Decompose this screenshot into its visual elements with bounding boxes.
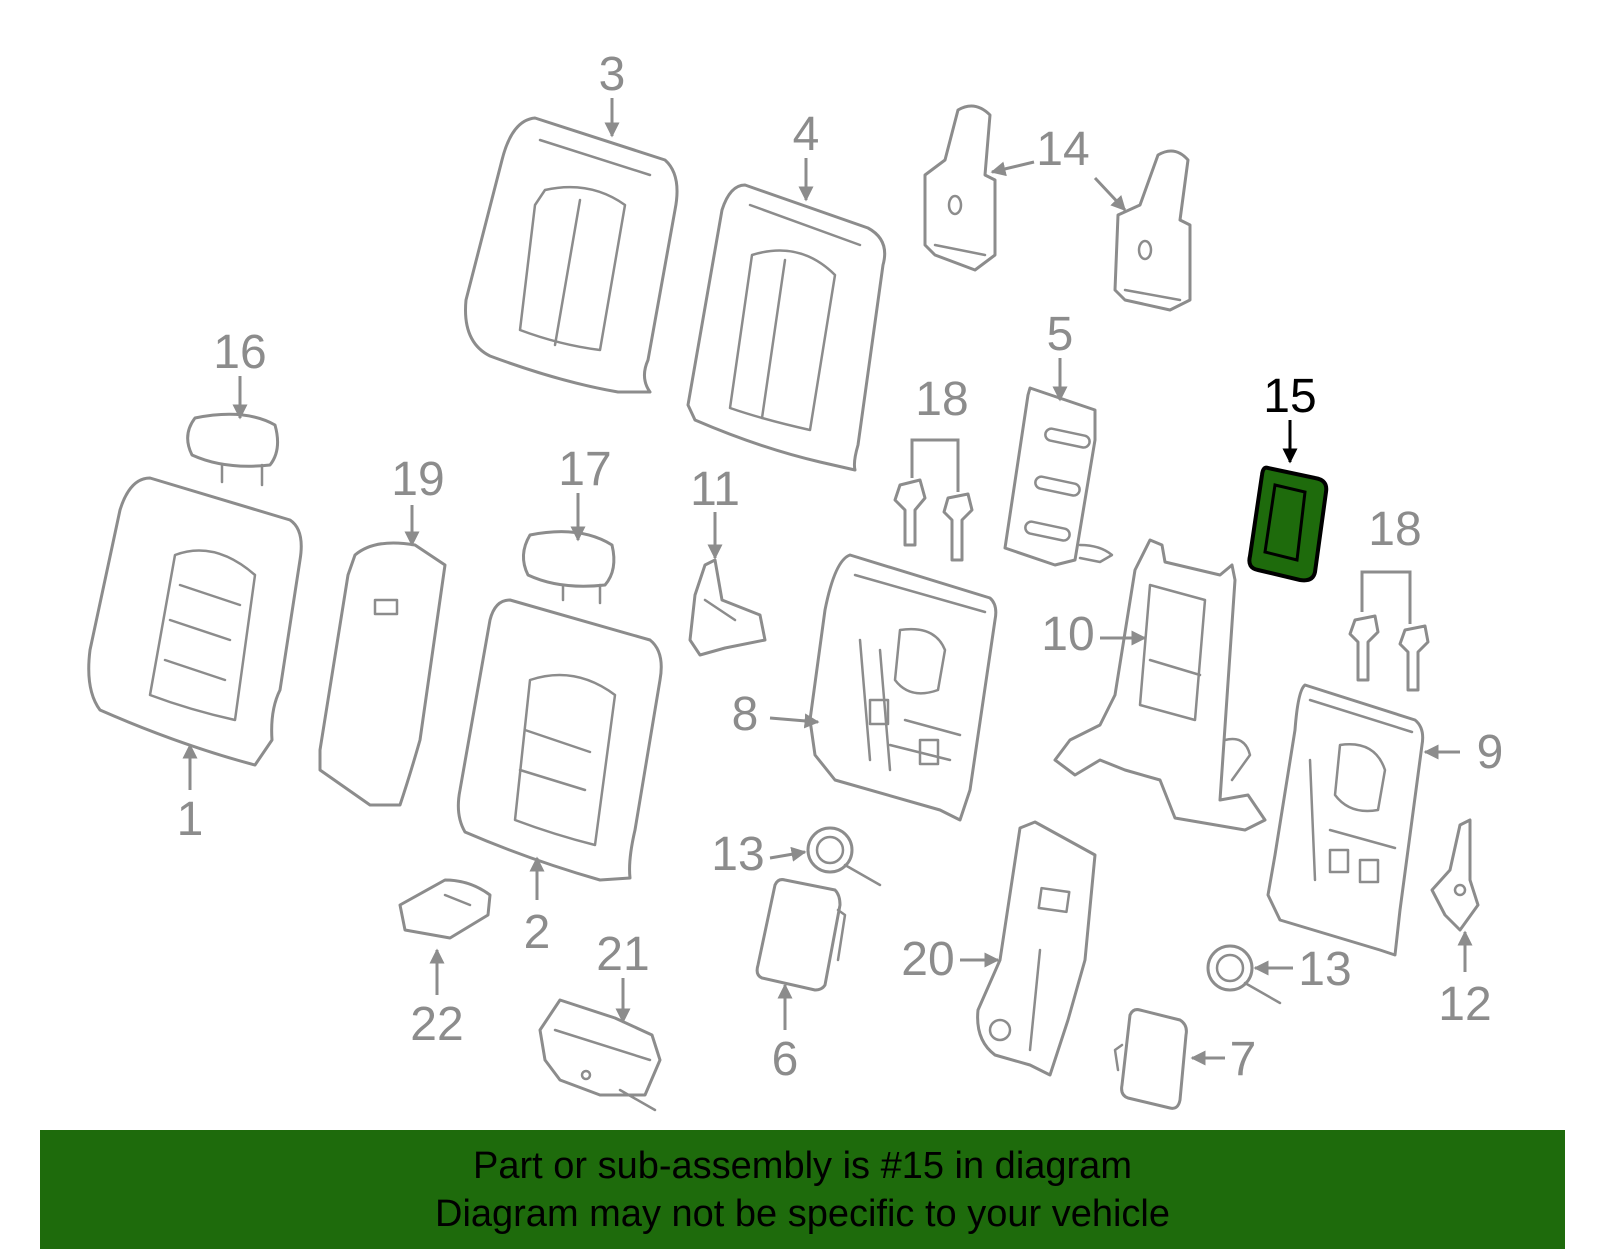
part-4-seatback-cover <box>686 183 887 472</box>
label-2: 2 <box>524 906 551 959</box>
part-2-seatback <box>456 598 663 882</box>
label-10: 10 <box>1041 608 1094 661</box>
leader-14a <box>990 160 1035 177</box>
info-banner: Part or sub-assembly is #15 in diagram D… <box>40 1130 1565 1249</box>
part-8-frame <box>808 553 998 822</box>
label-15: 15 <box>1263 370 1316 423</box>
label-3: 3 <box>599 48 626 101</box>
part-14-hinge-left <box>923 104 997 272</box>
label-21: 21 <box>596 928 649 981</box>
part-9-frame <box>1266 683 1425 957</box>
label-16: 16 <box>213 326 266 379</box>
part-10-bracket-assembly <box>1053 538 1267 832</box>
label-1: 1 <box>177 793 204 846</box>
part-15-pad <box>1247 465 1329 583</box>
label-6: 6 <box>772 1033 799 1086</box>
part-21-airbag <box>538 998 662 1112</box>
part-18-bolts-right <box>1348 614 1430 692</box>
label-5: 5 <box>1047 308 1074 361</box>
label-22: 22 <box>410 998 463 1051</box>
part-6-module <box>755 878 847 992</box>
part-1-seatback <box>87 476 303 767</box>
label-19: 19 <box>391 453 444 506</box>
label-11: 11 <box>690 463 740 516</box>
part-18-bolts-left <box>893 478 974 562</box>
part-16-headrest <box>186 412 280 487</box>
part-12-bracket <box>1430 818 1480 932</box>
part-7-module <box>1113 1008 1188 1110</box>
label-18b: 18 <box>1368 503 1421 556</box>
label-17: 17 <box>558 443 611 496</box>
part-17-headrest <box>522 530 616 605</box>
label-13a: 13 <box>711 828 764 881</box>
label-7: 7 <box>1230 1033 1257 1086</box>
leader-14b <box>1093 176 1127 212</box>
label-12: 12 <box>1438 978 1491 1031</box>
label-20: 20 <box>901 933 954 986</box>
label-9: 9 <box>1477 726 1504 779</box>
part-22-handle <box>398 878 492 940</box>
part-20-trim-panel <box>976 820 1097 1077</box>
part-19-bolster <box>318 541 447 807</box>
label-13b: 13 <box>1298 943 1351 996</box>
leader-8 <box>769 713 820 729</box>
label-18a: 18 <box>915 373 968 426</box>
part-14-hinge-right <box>1113 149 1192 312</box>
banner-line-1: Part or sub-assembly is #15 in diagram <box>473 1145 1132 1187</box>
part-13-grommet-right <box>1206 944 1282 1005</box>
label-14: 14 <box>1036 123 1089 176</box>
leader-18a <box>910 438 960 492</box>
label-4: 4 <box>793 108 820 161</box>
part-5-back-panel <box>1003 386 1114 567</box>
part-13-grommet-left <box>806 826 882 887</box>
part-3-seatback-cover <box>464 116 679 394</box>
leader-13a <box>769 846 807 862</box>
leader-18b <box>1360 570 1412 624</box>
banner-line-2: Diagram may not be specific to your vehi… <box>435 1193 1170 1235</box>
label-8: 8 <box>732 688 759 741</box>
part-11-bracket <box>688 558 767 657</box>
